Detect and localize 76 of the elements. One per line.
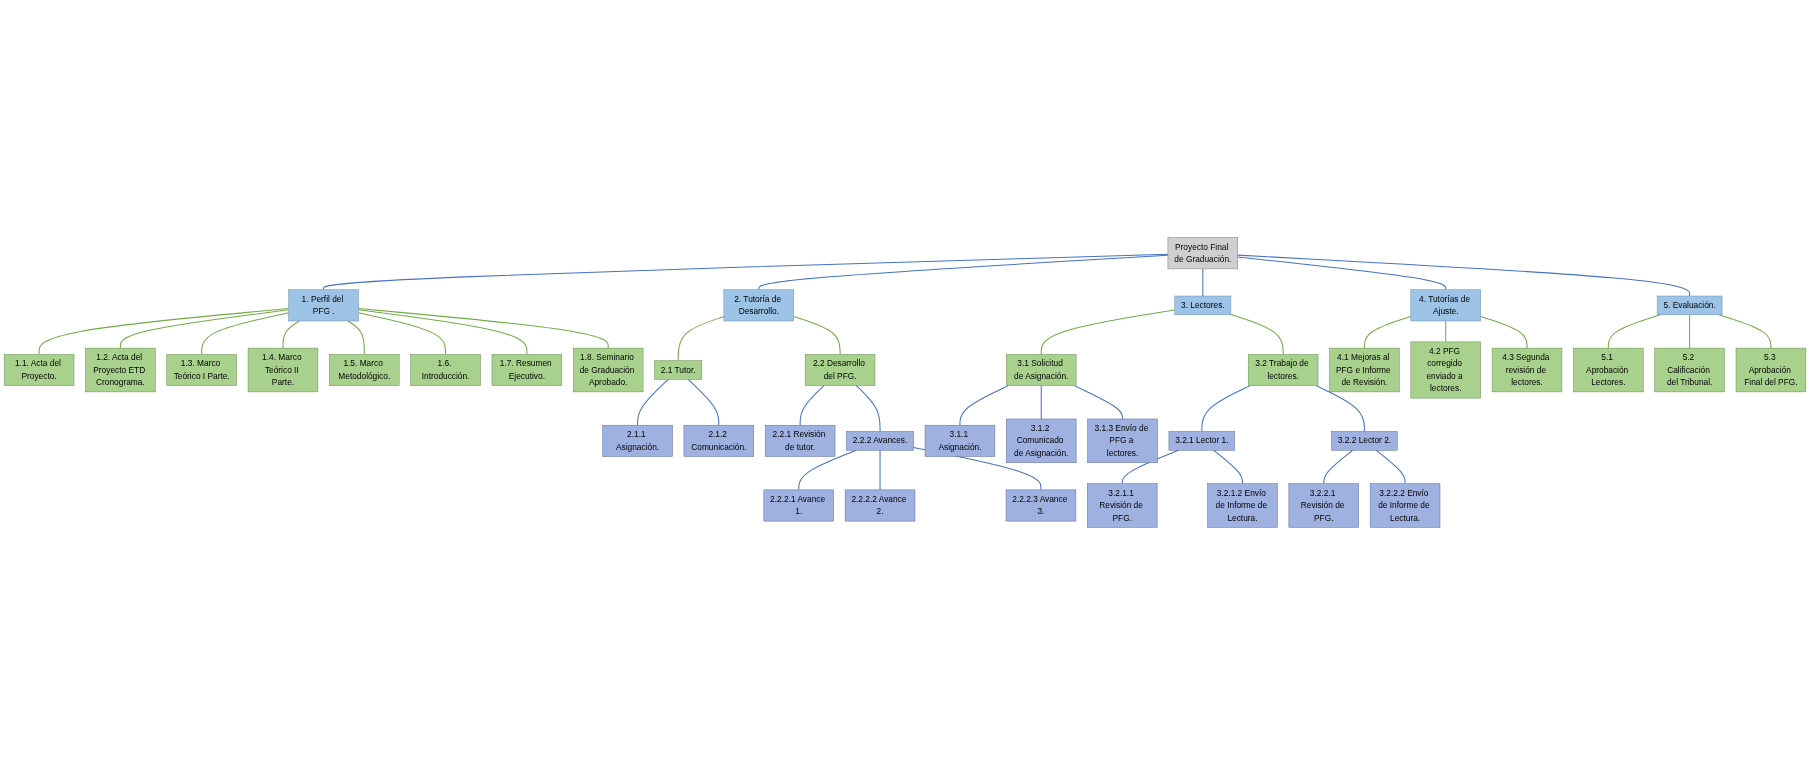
node-box: 4.1 Mejoras al PFG e Informe de Revisión. xyxy=(1329,347,1400,393)
node-box: 2. Tutoría de Desarrollo. xyxy=(723,289,794,322)
node-box: 3.2.2.2 Envío de Informe de Lectura. xyxy=(1369,483,1441,528)
node-box: 2.1.1 Asignación. xyxy=(602,424,673,457)
node-box: 3.2.1 Lector 1. xyxy=(1168,431,1235,451)
node-box: 3.1.2 Comunicado de Asignación. xyxy=(1006,418,1077,463)
node-box: 1.6. Introducción. xyxy=(410,354,481,386)
node-box: 4. Tutorías de Ajuste. xyxy=(1410,289,1481,322)
connector xyxy=(1375,449,1406,485)
connector xyxy=(1213,449,1243,485)
connector xyxy=(201,312,290,355)
connector xyxy=(1480,316,1528,349)
node-box: 3.1.3 Envío de PFG a lectores. xyxy=(1087,418,1158,463)
node-box: 2.2.1 Revisión de tutor. xyxy=(764,424,836,457)
node-box: 3.2 Trabajo de lectores. xyxy=(1247,354,1319,386)
node-box: 3.2.2 Lector 2. xyxy=(1331,431,1398,451)
connector xyxy=(1445,320,1447,343)
connector xyxy=(1230,313,1284,355)
connector xyxy=(358,312,447,355)
connector xyxy=(1607,314,1661,349)
node-box: 1. Perfil del PFG . xyxy=(288,289,359,322)
connector xyxy=(1315,385,1365,432)
node-box: 2.2.2.3 Avance 3. xyxy=(1005,489,1077,522)
node-box: 1.7. Resumen Ejecutivo. xyxy=(491,354,563,386)
connector xyxy=(677,316,725,362)
connector xyxy=(1040,385,1042,420)
connector xyxy=(758,254,1169,291)
node-box: 5.1 Aprobación Lectores. xyxy=(1573,347,1644,393)
connector xyxy=(119,309,290,349)
connector xyxy=(1237,254,1691,297)
connector xyxy=(879,449,881,491)
node-box: 3.1 Solicitud de Asignación. xyxy=(1006,354,1077,386)
node-box: 3.2.2.1 Revisión de PFG. xyxy=(1288,483,1359,528)
node-box: 1.3. Marco Teórico I Parte. xyxy=(166,354,237,386)
node-box: 2.2.2.2 Avance 2. xyxy=(844,489,916,522)
node-box: 1.1. Acta del Proyecto. xyxy=(3,354,75,386)
connector xyxy=(959,385,1009,426)
connector xyxy=(1363,316,1412,349)
node-box: 2.2.2 Avances. xyxy=(846,431,914,451)
connector xyxy=(358,309,528,355)
connector xyxy=(1073,385,1124,420)
connector xyxy=(855,385,881,432)
connector xyxy=(1040,309,1176,355)
node-box: 1.2. Acta del Proyecto ETD Cronograma. xyxy=(85,347,156,393)
node-box: 5.3 Aprobación Final del PFG. xyxy=(1735,347,1807,393)
node-box: 1.5. Marco Metodológico. xyxy=(329,354,400,386)
node-box: 2.2.2.1 Avance 1. xyxy=(763,489,834,522)
connector xyxy=(1237,256,1447,291)
connector xyxy=(282,320,300,349)
connector xyxy=(38,308,290,355)
connector xyxy=(1201,385,1251,432)
connector xyxy=(358,308,609,349)
node-box: Proyecto Final de Graduación. xyxy=(1167,237,1238,270)
connector xyxy=(1323,449,1354,485)
connector xyxy=(323,253,1169,291)
connector xyxy=(1689,314,1691,349)
node-box: 3.2.1.2 Envío de Informe de Lectura. xyxy=(1207,483,1278,528)
connector xyxy=(347,320,365,355)
node-box: 2.1.2 Comunicación. xyxy=(683,424,754,457)
node-box: 4.3 Segunda revisión de lectores. xyxy=(1491,347,1563,393)
node-box: 5.2 Calificación del Tribunal. xyxy=(1654,347,1725,393)
connector xyxy=(637,378,669,426)
node-box: 3.2.1.1 Revisión de PFG. xyxy=(1087,483,1158,528)
node-box: 2.2 Desarrollo del PFG. xyxy=(804,354,876,386)
node-box: 1.8. Seminario de Graduación Aprobado. xyxy=(573,347,644,393)
node-box: 4.2 PFG corregido enviado a lectores. xyxy=(1410,341,1481,399)
node-box: 1.4. Marco Teórico II Parte. xyxy=(247,347,319,393)
connector xyxy=(1202,268,1204,297)
connector xyxy=(799,385,825,426)
node-box: 3.1.1 Asignación. xyxy=(924,424,996,457)
node-box: 2.1 Tutor. xyxy=(654,360,703,380)
node-box: 3. Lectores. xyxy=(1174,295,1232,315)
connector xyxy=(793,316,841,355)
connector xyxy=(1718,314,1772,349)
connector xyxy=(687,378,720,426)
node-box: 5. Evaluación. xyxy=(1656,295,1723,315)
